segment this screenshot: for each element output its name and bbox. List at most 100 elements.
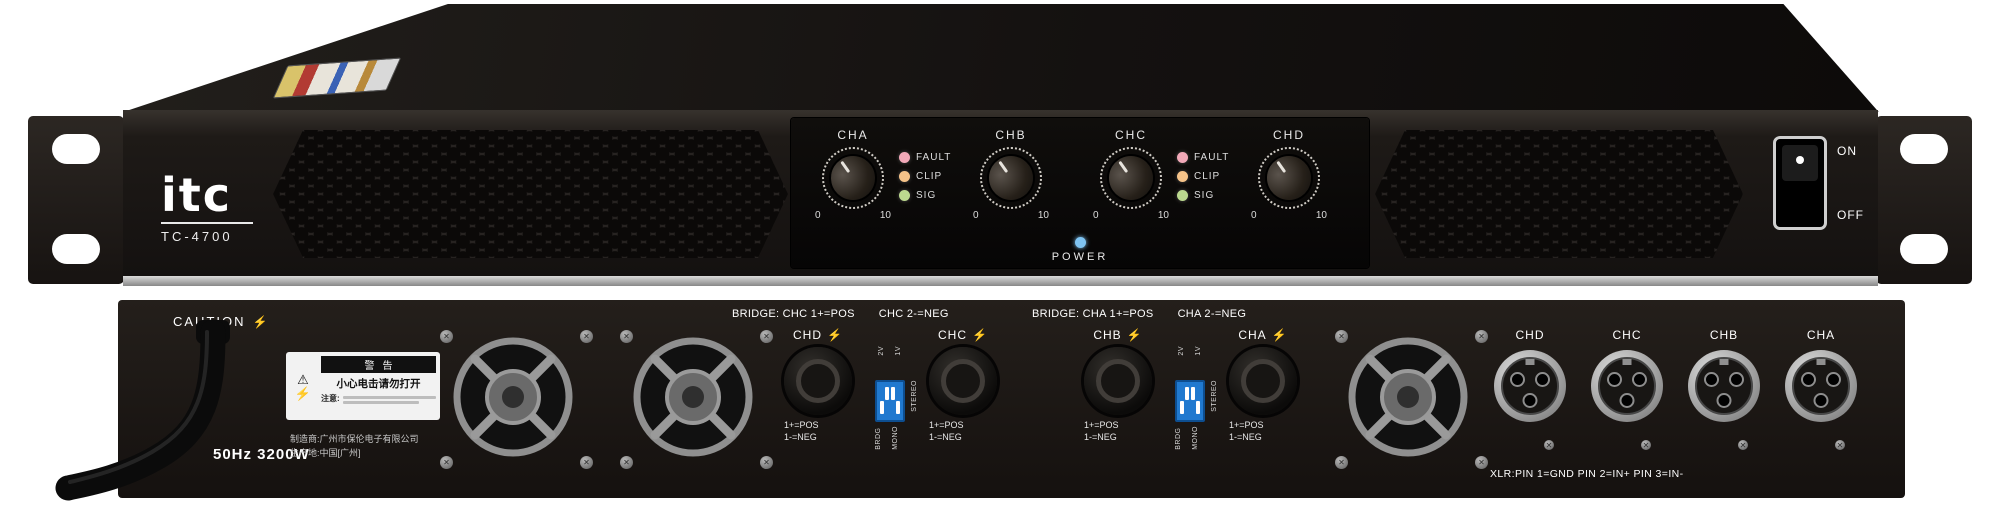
dip-labels-bottom: BRDG MONO: [1175, 426, 1199, 450]
power-switch-block: ON OFF: [1773, 136, 1864, 230]
warning-text-block: 警告 小心电击请勿打开 注意:: [321, 356, 436, 416]
dip-labels-top: 2V 1V: [1178, 346, 1202, 356]
xlr-latch-notch: [1816, 359, 1826, 365]
xlr-pin-icon: [1632, 372, 1647, 387]
origin-line: 生产地:中国[广州]: [290, 448, 361, 459]
front-panel-face: itc TC-4700 CHA 0 10: [123, 110, 1878, 276]
channel-label: CHA: [837, 128, 869, 142]
speakon-output-chd: CHD ⚡ 1+=POS 1-=NEG: [768, 328, 868, 443]
bridge-note-right: BRIDGE: CHA 1+=POS CHA 2-=NEG: [1032, 308, 1247, 320]
power-switch-labels: ON OFF: [1837, 144, 1864, 222]
led-row: SIG: [1177, 190, 1255, 201]
xlr-pin-icon: [1704, 372, 1719, 387]
xlr-connector[interactable]: [1591, 350, 1663, 422]
xlr-connector[interactable]: [1785, 350, 1857, 422]
xlr-pin-icon: [1619, 393, 1635, 408]
gain-knob-cha[interactable]: [822, 147, 884, 209]
screw-icon: [1544, 440, 1554, 450]
xlr-input-chb: CHB: [1676, 328, 1772, 450]
screw-icon: [1335, 330, 1348, 343]
speakon-connector[interactable]: [929, 347, 997, 415]
gain-knob-block-chd: CHD 0 10: [1247, 128, 1331, 221]
screw-icon: [1641, 440, 1651, 450]
speakon-connector[interactable]: [784, 347, 852, 415]
channel-label: CHC: [1115, 128, 1147, 142]
screw-icon: [620, 456, 633, 469]
signal-led-icon: [1177, 190, 1188, 201]
ventilation-grille-left: [273, 130, 788, 258]
control-panel: CHA 0 10 FAULT CL: [791, 118, 1369, 268]
led-row: CLIP: [899, 171, 977, 182]
signal-led-icon: [899, 190, 910, 201]
switch-on-label: ON: [1837, 144, 1857, 158]
xlr-input-cha: CHA: [1773, 328, 1869, 450]
lightning-icon: ⚡: [1271, 328, 1288, 342]
speakon-socket: [1096, 359, 1140, 403]
cooling-fan: [633, 337, 753, 457]
xlr-pin-icon: [1510, 372, 1525, 387]
speakon-output-cha: CHA ⚡ 1+=POS 1-=NEG: [1213, 328, 1313, 443]
dip-labels-top: 2V 1V: [878, 346, 902, 356]
gain-knob-chc[interactable]: [1100, 147, 1162, 209]
xlr-pin-icon: [1716, 393, 1732, 408]
front-panel-unit: itc TC-4700 CHA 0 10: [28, 4, 1972, 288]
screw-icon: [1475, 330, 1488, 343]
gain-knob-chd[interactable]: [1258, 147, 1320, 209]
knob-tick-ring: [822, 147, 884, 209]
lightning-icon: ⚡: [1126, 328, 1143, 342]
speakon-connector[interactable]: [1084, 347, 1152, 415]
screw-icon: [580, 456, 593, 469]
xlr-pin-icon: [1522, 393, 1538, 408]
led-row: SIG: [899, 190, 977, 201]
power-switch[interactable]: [1773, 136, 1827, 230]
fault-led-icon: [1177, 152, 1188, 163]
led-group-ab: FAULT CLIP SIG: [899, 144, 977, 209]
brand-block: itc TC-4700: [161, 172, 253, 244]
knob-tick-ring: [1100, 147, 1162, 209]
xlr-latch-notch: [1525, 359, 1535, 365]
rear-panel-unit: CAUTION ⚡ ⚠ ⚡ 警告 小心电击请勿打开 注意:: [55, 300, 1905, 501]
knob-scale: 0 10: [815, 210, 891, 221]
knob-scale: 0 10: [973, 210, 1049, 221]
rack-ear-left: [28, 116, 124, 284]
xlr-latch-notch: [1719, 359, 1729, 365]
cooling-fan: [453, 337, 573, 457]
knob-tick-ring: [980, 147, 1042, 209]
lightning-icon: ⚡: [827, 328, 843, 342]
screw-icon: [440, 330, 453, 343]
led-row: CLIP: [1177, 171, 1255, 182]
power-switch-dot-icon: [1796, 156, 1804, 164]
knob-scale: 0 10: [1251, 210, 1327, 221]
speakon-socket: [796, 359, 840, 403]
lightning-icon: ⚡: [252, 314, 270, 329]
speakon-socket: [1241, 359, 1285, 403]
speakon-output-chb: CHB ⚡ 1+=POS 1-=NEG: [1068, 328, 1168, 443]
xlr-pin-icon: [1826, 372, 1841, 387]
power-rating-label: 50Hz 3200W: [213, 446, 310, 463]
screw-icon: [440, 456, 453, 469]
rack-mount-hole: [52, 134, 100, 164]
fine-print-lines: [342, 393, 436, 406]
xlr-connector[interactable]: [1688, 350, 1760, 422]
manufacturer-line: 制造商:广州市保伦电子有限公司: [290, 434, 419, 444]
cooling-fan: [1348, 337, 1468, 457]
switch-off-label: OFF: [1837, 208, 1864, 222]
screw-icon: [1335, 456, 1348, 469]
speakon-connector[interactable]: [1229, 347, 1297, 415]
brand-divider: [161, 222, 253, 224]
xlr-pin-icon: [1813, 393, 1829, 408]
mode-dip-switch[interactable]: [1175, 380, 1205, 422]
xlr-pinout-note: XLR:PIN 1=GND PIN 2=IN+ PIN 3=IN-: [1490, 468, 1684, 480]
gain-knob-chb[interactable]: [980, 147, 1042, 209]
chassis-top-face: [123, 4, 1879, 112]
warning-triangle-icons: ⚠ ⚡: [290, 356, 316, 416]
xlr-pin-icon: [1607, 372, 1622, 387]
mode-dip-switch[interactable]: [875, 380, 905, 422]
warning-icon: ⚠: [297, 371, 309, 387]
rack-mount-hole: [1900, 234, 1948, 264]
gain-knob-block-chc: CHC 0 10: [1089, 128, 1173, 221]
manufacturer-block: 制造商:广州市保伦电子有限公司 生产地:中国[广州]: [290, 432, 419, 461]
warning-sticker: ⚠ ⚡ 警告 小心电击请勿打开 注意:: [286, 352, 440, 420]
xlr-connector[interactable]: [1494, 350, 1566, 422]
